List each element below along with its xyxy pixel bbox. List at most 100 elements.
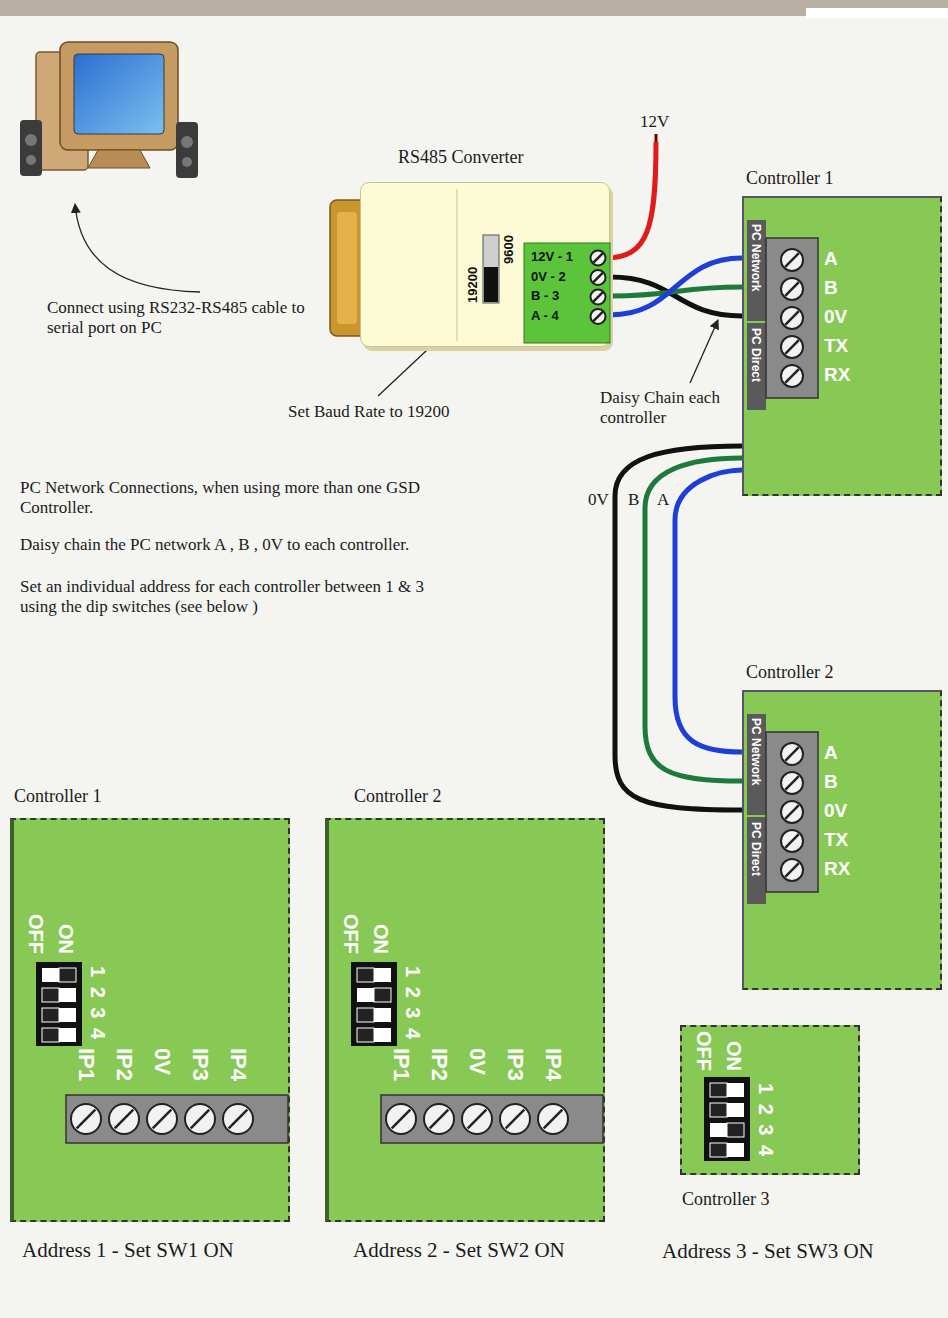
terminal-screw bbox=[785, 747, 799, 761]
terminal-block bbox=[766, 732, 818, 892]
address-caption: Address 1 - Set SW1 ON bbox=[22, 1238, 234, 1262]
top-bar bbox=[0, 0, 948, 16]
wire-label: A bbox=[657, 490, 669, 510]
pc-illustration bbox=[88, 150, 150, 168]
terminal-screw bbox=[229, 1110, 248, 1129]
dip-switch bbox=[357, 988, 391, 1002]
terminal-screw bbox=[781, 830, 803, 852]
terminal-screw bbox=[781, 278, 803, 300]
terminal-screw bbox=[781, 336, 803, 358]
signal-name: B bbox=[824, 771, 838, 793]
controller-board: Controller 3Address 3 - Set SW3 ONOFFON1… bbox=[680, 1025, 860, 1175]
node-heading: Controller 2 bbox=[746, 662, 834, 683]
dip-switch bbox=[36, 962, 82, 1046]
terminal-screw bbox=[785, 311, 799, 325]
terminal-screw bbox=[153, 1110, 172, 1129]
dip-switch bbox=[42, 968, 76, 982]
terminal-screw bbox=[781, 278, 803, 300]
voltage-label: 12V bbox=[640, 112, 669, 132]
terminal-screw bbox=[781, 307, 803, 329]
terminal-screw bbox=[538, 1104, 568, 1134]
baud-option: 19200 bbox=[466, 267, 481, 303]
terminal-screw bbox=[593, 292, 602, 301]
wire-label: 0V bbox=[588, 490, 609, 510]
dip-switch bbox=[710, 1143, 744, 1157]
terminal-screw bbox=[386, 1104, 416, 1134]
terminal-block bbox=[747, 815, 766, 817]
dip-switch bbox=[710, 1123, 744, 1137]
dip-switch bbox=[42, 1028, 59, 1042]
terminal-screw bbox=[781, 772, 803, 794]
dip-switch bbox=[351, 962, 397, 1046]
leader-lines bbox=[690, 320, 718, 383]
db9-connector bbox=[337, 212, 357, 324]
dip-switch bbox=[357, 968, 391, 982]
terminal-block bbox=[66, 1095, 288, 1143]
signal-name: 0V bbox=[824, 306, 847, 328]
terminal-screw bbox=[781, 859, 803, 881]
switch-state: OFF bbox=[339, 914, 362, 954]
top-bar bbox=[806, 8, 948, 18]
terminal-screw bbox=[785, 340, 799, 354]
terminal-screw bbox=[538, 1104, 568, 1134]
top-bar bbox=[0, 0, 948, 18]
terminal-screw bbox=[781, 743, 803, 765]
dip-switch bbox=[710, 1143, 727, 1157]
terminal-screw bbox=[191, 1110, 210, 1129]
dip-switch bbox=[59, 968, 76, 982]
input-name: IP2 bbox=[112, 1048, 137, 1081]
terminal-screw bbox=[591, 251, 606, 266]
port-name: PC Direct bbox=[748, 328, 762, 382]
node-heading: Controller 3 bbox=[682, 1189, 770, 1210]
dip-switch bbox=[710, 1083, 744, 1097]
power-wire bbox=[655, 134, 658, 142]
converter-details bbox=[524, 243, 610, 343]
controller-board: Controller 1PC NetworkPC DirectAB0VTXRX bbox=[742, 196, 942, 496]
terminal-screw bbox=[785, 369, 799, 383]
terminal-screw bbox=[544, 1110, 563, 1129]
terminal-screw bbox=[424, 1104, 454, 1134]
note: PC Network Connections, when using more … bbox=[20, 478, 420, 517]
switch-state: ON bbox=[722, 1041, 745, 1071]
terminal-screw bbox=[591, 309, 606, 324]
pc-illustration bbox=[20, 42, 198, 178]
terminal-screw bbox=[468, 1110, 487, 1129]
signal-name: RX bbox=[824, 858, 850, 880]
signal-name: RX bbox=[824, 364, 850, 386]
dip-switch bbox=[374, 988, 391, 1002]
terminal-screw bbox=[462, 1104, 492, 1134]
terminal-screw bbox=[591, 309, 606, 324]
dip-switch bbox=[357, 1008, 374, 1022]
signal-name: TX bbox=[824, 829, 848, 851]
signal-name: A bbox=[824, 742, 838, 764]
input-name: IP1 bbox=[74, 1048, 99, 1081]
switch-number: 1 2 3 4 bbox=[86, 966, 109, 1041]
board-detail bbox=[361, 183, 611, 348]
pc-illustration bbox=[20, 120, 42, 176]
terminal-screw bbox=[223, 1104, 253, 1134]
note: Daisy chain the PC network A , B , 0V to… bbox=[20, 535, 580, 555]
terminal-screw bbox=[500, 1104, 530, 1134]
dip-switch bbox=[710, 1083, 727, 1097]
terminal-screw bbox=[781, 801, 803, 823]
power-wire bbox=[606, 142, 656, 258]
pc-illustration bbox=[60, 42, 178, 150]
pin-label: 0V - 2 bbox=[531, 270, 566, 285]
signal-name: A bbox=[824, 248, 838, 270]
note: Set an individual address for each contr… bbox=[20, 577, 440, 616]
baud-option: 9600 bbox=[502, 235, 517, 264]
terminal-screw bbox=[591, 270, 606, 285]
wire-label: B bbox=[628, 490, 639, 510]
node-heading: Controller 2 bbox=[354, 786, 442, 807]
terminal-screw bbox=[781, 249, 803, 271]
pc-illustration bbox=[181, 136, 193, 148]
note: Daisy Chain each controller bbox=[600, 388, 750, 427]
terminal-block bbox=[381, 1095, 603, 1143]
terminal-screw bbox=[500, 1104, 530, 1134]
terminal-screw bbox=[785, 776, 799, 790]
leader-lines bbox=[75, 204, 200, 292]
pin-label: B - 3 bbox=[531, 289, 559, 304]
port-name: PC Direct bbox=[748, 822, 762, 876]
terminal-screw bbox=[593, 312, 602, 321]
terminal-screw bbox=[781, 307, 803, 329]
